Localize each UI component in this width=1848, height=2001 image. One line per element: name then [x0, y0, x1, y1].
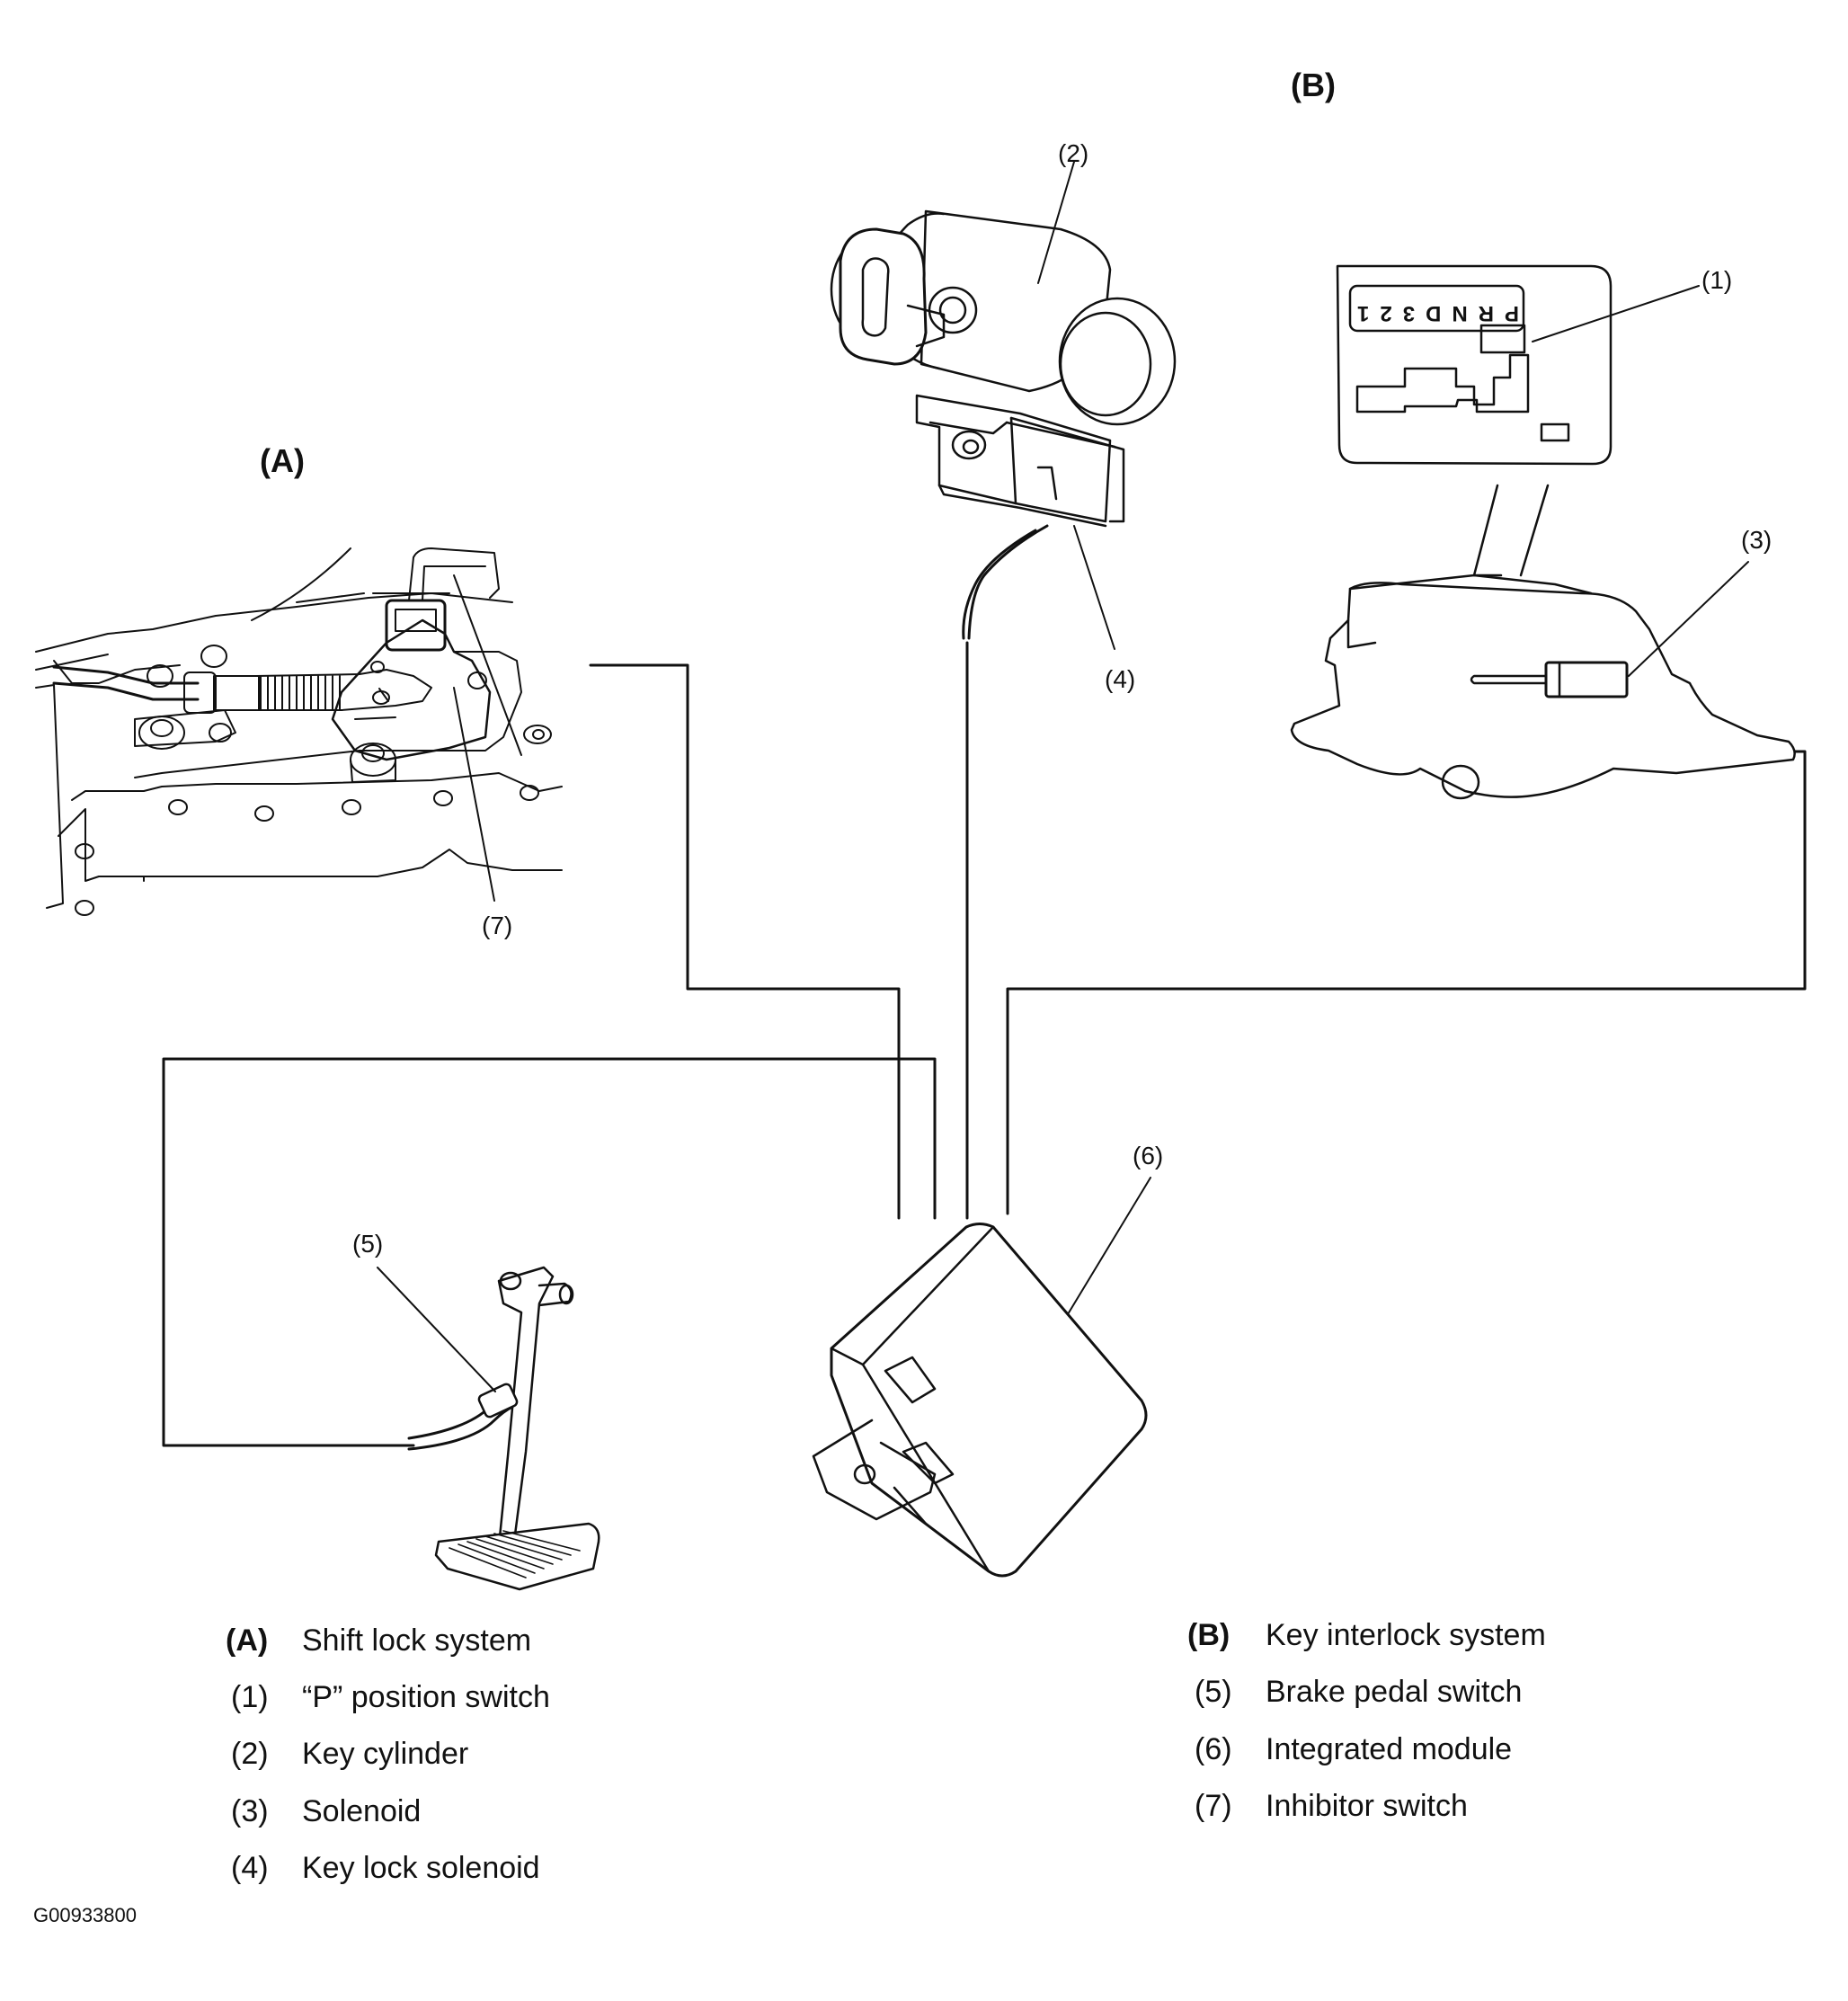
legend-code-1: (1): [231, 1680, 269, 1714]
gate-letter-1: 1: [1357, 301, 1370, 325]
callout-5: (5): [352, 1230, 384, 1258]
legend-code-b: (B): [1187, 1618, 1231, 1652]
callout-2: (2): [1058, 139, 1089, 167]
section-title-a: (A): [260, 442, 305, 479]
leader-7: [454, 688, 494, 901]
legend-code-7: (7): [1195, 1789, 1232, 1823]
wiring-harness: [164, 643, 1805, 1445]
legend-text-shift-lock-system: Shift lock system: [302, 1623, 532, 1658]
legend-text-key-interlock-system: Key interlock system: [1266, 1618, 1546, 1652]
leader-3: [1629, 562, 1748, 676]
pan-bolts: [76, 672, 551, 915]
callout-3: (3): [1741, 526, 1772, 554]
gate-letter-d: D: [1426, 301, 1442, 325]
leader-1: [1533, 286, 1699, 342]
wire-brake-pedal-switch: [164, 1059, 935, 1445]
integrated-module-illustration: [813, 1224, 1146, 1577]
legend-text-inhibitor-switch: Inhibitor switch: [1266, 1789, 1468, 1823]
inhibitor-switch-body: [333, 620, 490, 760]
leader-2: [1038, 162, 1074, 283]
shift-solenoid: [1546, 663, 1627, 697]
wire-inhibitor-switch: [591, 665, 899, 1218]
legend-text-key-cylinder: Key cylinder: [302, 1737, 469, 1771]
shift-gate-letters: P R N D 3 2 1: [1357, 293, 1519, 325]
legend-code-2: (2): [231, 1737, 269, 1771]
callout-4: (4): [1105, 665, 1136, 693]
pedal-pad-ribs: [449, 1531, 580, 1578]
gate-letter-p: P: [1504, 301, 1519, 325]
legend-code-4: (4): [231, 1851, 269, 1885]
callout-leaders: [378, 162, 1748, 1392]
transmission-illustration: [36, 548, 562, 915]
leader-6: [1068, 1178, 1151, 1314]
shift-gate-plate: [1337, 266, 1611, 464]
gate-letter-r: R: [1478, 301, 1495, 325]
key-cylinder-illustration: [831, 211, 1175, 638]
leader-4: [1074, 526, 1115, 649]
shift-selector-body: [1292, 485, 1795, 798]
legend-text-key-lock-solenoid: Key lock solenoid: [302, 1851, 540, 1885]
gate-letter-n: N: [1452, 301, 1468, 325]
gate-letter-2: 2: [1380, 301, 1392, 325]
shift-cable-bellows: [261, 676, 340, 710]
legend-code-5: (5): [1195, 1675, 1232, 1709]
legend-text-integrated-module: Integrated module: [1266, 1732, 1513, 1766]
section-title-b: (B): [1291, 67, 1336, 103]
gate-letter-3: 3: [1402, 301, 1416, 325]
callout-7: (7): [482, 912, 513, 939]
legend-code-a: (A): [226, 1623, 269, 1658]
callout-6: (6): [1133, 1142, 1164, 1169]
legend-text-brake-pedal-switch: Brake pedal switch: [1266, 1675, 1523, 1709]
figure-id: G00933800: [33, 1904, 137, 1926]
leader-5: [378, 1267, 495, 1392]
callout-1: (1): [1701, 266, 1733, 294]
legend-text-solenoid: Solenoid: [302, 1794, 422, 1828]
brake-pedal-illustration: [409, 1267, 599, 1589]
wire-shift-solenoid: [1008, 751, 1805, 1214]
key-head: [840, 229, 926, 364]
legend-text-p-position-switch: “P” position switch: [302, 1680, 550, 1714]
legend-code-3: (3): [231, 1794, 269, 1828]
legend-code-6: (6): [1195, 1732, 1232, 1766]
inhibitor-connector: [386, 600, 445, 650]
